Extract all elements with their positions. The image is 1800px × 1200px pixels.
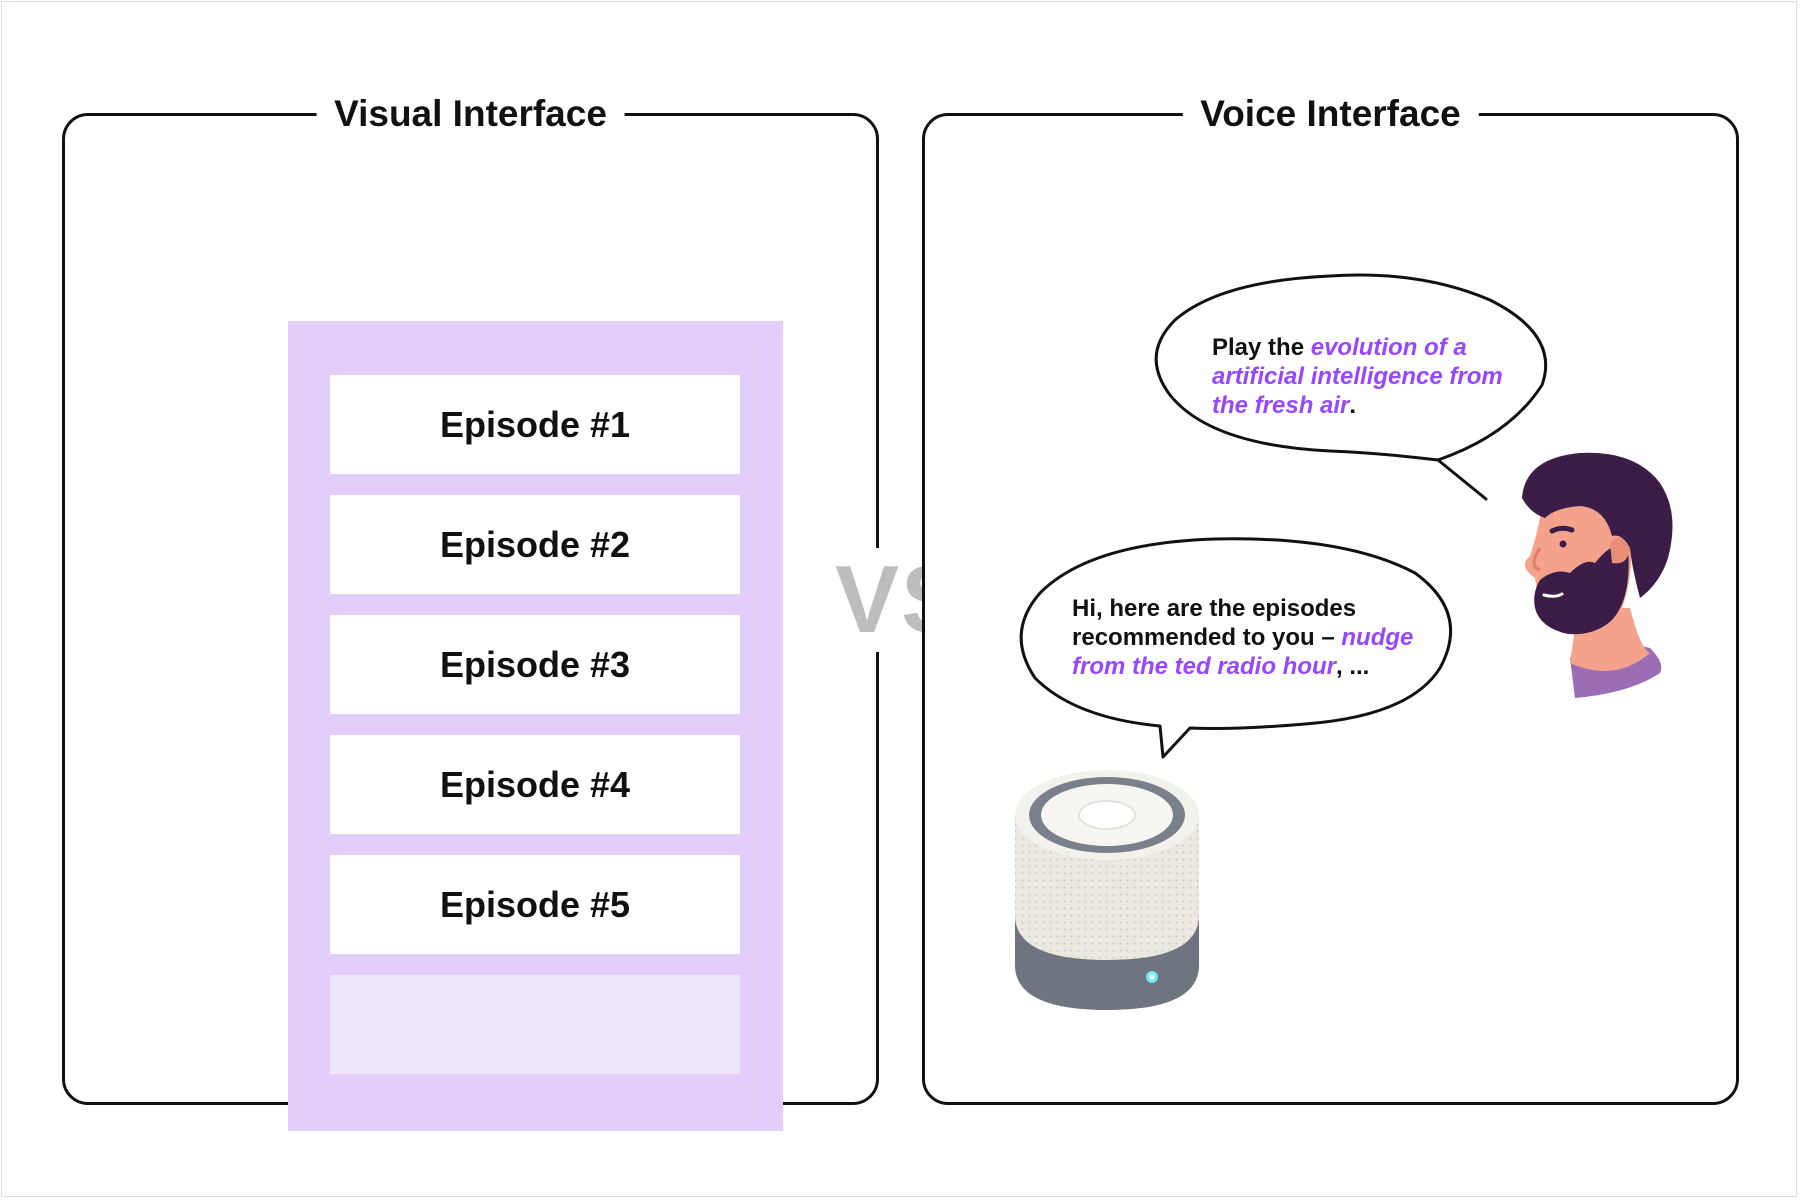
voice-interface-title: Voice Interface (1182, 86, 1479, 142)
user-bubble-text: Play the evolution of a artificial intel… (1212, 333, 1532, 420)
speaker-bubble-prefix: Hi, here are the episodes recommended to… (1072, 595, 1357, 651)
man-avatar-icon (1522, 452, 1673, 698)
user-bubble-highlight: evolution of a artificial intelligence f… (1212, 334, 1503, 419)
visual-interface-panel: Visual Interface Episode #1 Episode #2 E… (62, 86, 879, 1131)
episode-item-3[interactable]: Episode #3 (330, 615, 740, 714)
speaker-bubble-suffix: , ... (1336, 653, 1370, 680)
episode-list: Episode #1 Episode #2 Episode #3 Episode… (288, 321, 783, 1131)
episode-item-5[interactable]: Episode #5 (330, 855, 740, 954)
user-bubble-suffix: . (1349, 392, 1357, 419)
episode-item-placeholder (330, 975, 740, 1074)
speaker-bubble-highlight: nudge from the ted radio hour (1072, 624, 1414, 680)
user-bubble-prefix: Play the (1212, 334, 1311, 361)
episode-item-1[interactable]: Episode #1 (330, 375, 740, 474)
smart-speaker-icon (1015, 770, 1199, 1010)
user-speech-bubble (1154, 273, 1548, 501)
speaker-speech-bubble (1019, 537, 1453, 759)
episode-item-4[interactable]: Episode #4 (330, 735, 740, 834)
visual-interface-title: Visual Interface (316, 86, 625, 142)
speaker-bubble-text: Hi, here are the episodes recommended to… (1072, 594, 1422, 681)
episode-item-2[interactable]: Episode #2 (330, 495, 740, 594)
